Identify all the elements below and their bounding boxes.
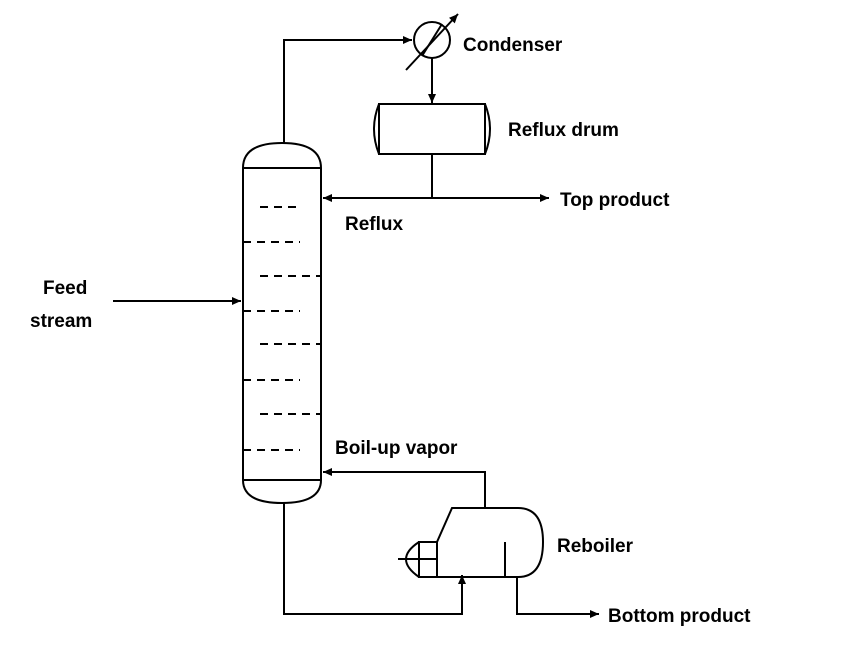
- top-product-label: Top product: [560, 190, 670, 211]
- bottom-product-line: [516, 577, 599, 618]
- reflux-drum: [373, 103, 491, 155]
- reflux-drum-label: Reflux drum: [508, 120, 619, 141]
- boilup-vapor-label: Boil-up vapor: [335, 438, 458, 459]
- boilup-vapor-line: [323, 468, 486, 508]
- condenser-label: Condenser: [463, 35, 563, 56]
- condenser-coolant-arrow: [405, 13, 459, 71]
- stream-label: stream: [30, 311, 92, 332]
- column-trays: [243, 206, 321, 451]
- reboiler-label: Reboiler: [557, 536, 634, 557]
- bottoms-line: [283, 503, 466, 615]
- feed-label: Feed: [43, 278, 87, 299]
- distillation-column: [242, 141, 322, 505]
- reflux-label: Reflux: [345, 214, 404, 235]
- reboiler: [398, 507, 545, 578]
- bottom-product-label: Bottom product: [608, 606, 751, 627]
- overhead-vapor-line: [283, 36, 412, 143]
